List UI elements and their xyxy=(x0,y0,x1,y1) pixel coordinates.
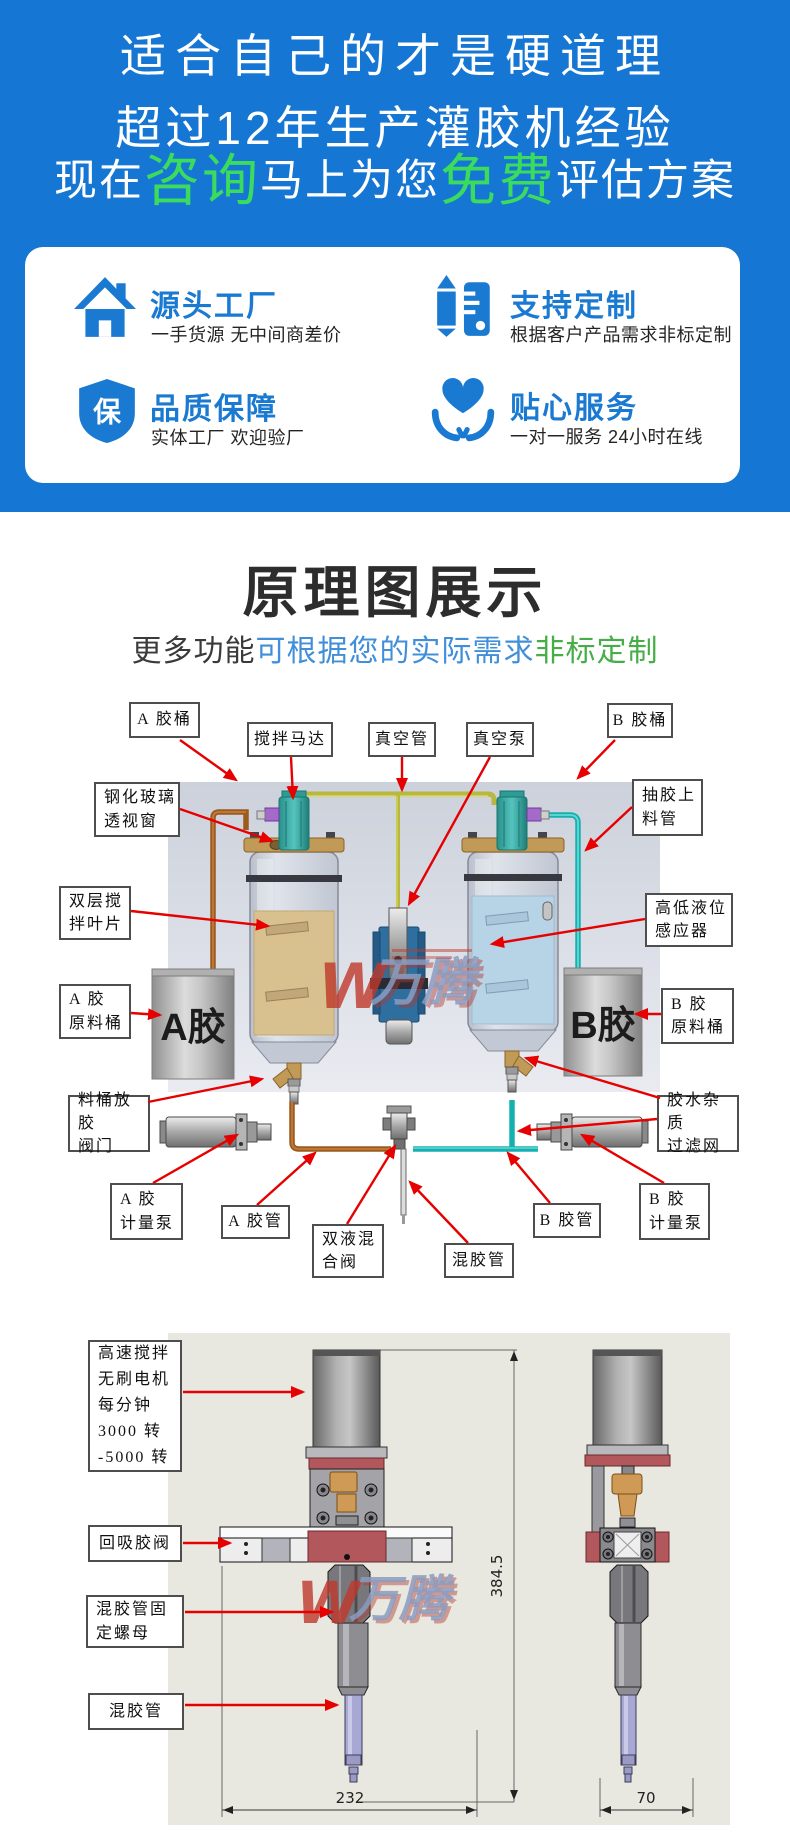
banner-headline-2: 超过12年生产灌胶机经验 xyxy=(115,102,675,154)
label-a-bucket: A 胶桶 xyxy=(129,702,200,738)
dimension-arrowheads xyxy=(223,1351,692,1814)
label-vacuum-pipe: 真空管 xyxy=(368,722,436,757)
schematic-panel xyxy=(168,782,660,1092)
dim-width-main: 232 xyxy=(336,1789,365,1807)
svg-text:W: W xyxy=(296,1569,363,1637)
label-mix-valve: 双液混 合阀 xyxy=(312,1224,384,1278)
banner-headline-3: 现在咨询马上为您免费评估方案 xyxy=(0,150,790,212)
label-tube-nut: 混胶管固 定螺母 xyxy=(86,1595,184,1648)
label-filter: 胶水杂质 过滤网 xyxy=(657,1092,739,1155)
mixer-side-view xyxy=(584,1349,671,1783)
subtitle-part: 非标定制 xyxy=(534,635,659,668)
banner-h3-part: 评估方案 xyxy=(556,157,736,205)
stir-motor-b xyxy=(496,790,550,851)
watermark: W 万腾 万腾 xyxy=(296,1569,458,1637)
mixing-tube xyxy=(400,1148,407,1216)
banner-h3-highlight: 免费 xyxy=(440,149,556,212)
b-glue-pipe xyxy=(413,1100,538,1152)
shield-char: 保 xyxy=(92,396,122,427)
feature-title: 支持定制 xyxy=(510,290,638,323)
svg-text:万腾: 万腾 xyxy=(369,953,481,1013)
section-subtitle: 更多功能可根据您的实际需求非标定制 xyxy=(0,626,790,670)
label-drain-valve: 料桶放胶 阀门 xyxy=(68,1092,150,1155)
mixing-valve xyxy=(382,1105,416,1224)
label-mix-tube: 混胶管 xyxy=(444,1243,514,1278)
a-glue-pipe xyxy=(289,1102,391,1152)
label-a-drum: A 胶 原料桶 xyxy=(59,984,131,1039)
label-mix-tube: 混胶管 xyxy=(88,1693,184,1730)
section-title: 原理图展示 xyxy=(242,561,548,624)
svg-text:W: W xyxy=(318,950,389,1023)
a-feed-pipe xyxy=(210,809,249,969)
drum-a-text: A胶 xyxy=(160,1007,225,1049)
shield-icon: 保 xyxy=(79,379,135,443)
watermark: W 万腾 万腾 xyxy=(318,949,485,1023)
subtitle-part: 可根据您的实际需求 xyxy=(255,635,535,668)
svg-text:万腾: 万腾 xyxy=(373,956,485,1016)
feature-desc: 根据客户产品需求非标定制 xyxy=(510,325,732,345)
banner-headline-1: 适合自己的才是硬道理 xyxy=(120,30,670,82)
features-card: 源头工厂 一手货源 无中间商差价 支持定制 根据客户产品需求非标定制 保 品质保… xyxy=(25,247,740,483)
pencil-ruler-icon xyxy=(437,275,490,337)
feature-title: 源头工厂 xyxy=(150,290,278,323)
banner-h3-part: 现在 xyxy=(54,157,144,205)
sight-glass xyxy=(269,840,283,850)
b-feed-pipe xyxy=(540,812,581,968)
banner-h3-highlight: 咨询 xyxy=(144,149,260,212)
house-icon xyxy=(74,277,136,337)
tank-a xyxy=(243,790,345,1105)
label-stir-motor: 搅拌马达 xyxy=(247,722,333,757)
feature-desc: 一手货源 无中间商差价 xyxy=(151,325,342,345)
heart-hands-icon xyxy=(431,378,495,442)
drum-b: B胶 xyxy=(563,967,643,1077)
label-b-drum: B 胶 原料桶 xyxy=(661,988,734,1044)
principle-section: 原理图展示 更多功能可根据您的实际需求非标定制 xyxy=(0,512,790,1320)
label-brushless-motor: 高速搅拌 无刷电机 每分钟 3000 转 -5000 转 xyxy=(88,1340,182,1472)
feature-desc: 一对一服务 24小时在线 xyxy=(510,427,704,447)
tank-a-outlet-valve xyxy=(272,1062,302,1105)
label-b-bucket: B 胶桶 xyxy=(607,703,673,738)
banner-h3-part: 马上为您 xyxy=(260,157,440,205)
feature-title: 贴心服务 xyxy=(510,392,638,425)
dim-width-side: 70 xyxy=(636,1789,655,1807)
subtitle-part: 更多功能 xyxy=(131,635,256,668)
dim-height: 384.5 xyxy=(488,1555,506,1598)
feature-desc: 实体工厂 欢迎验厂 xyxy=(151,428,305,448)
metering-pump-a xyxy=(159,1113,272,1151)
vacuum-pump xyxy=(370,907,428,1045)
metering-pump-b xyxy=(536,1113,649,1151)
mixer-front-view xyxy=(219,1349,453,1783)
label-a-pipe: A 胶管 xyxy=(221,1205,290,1239)
tank-b-outlet-valve xyxy=(504,1050,534,1093)
tank-b xyxy=(461,790,565,1093)
level-sensor-float xyxy=(542,901,553,921)
label-glass-window: 钢化玻璃 透视窗 xyxy=(94,782,180,837)
svg-text:万腾: 万腾 xyxy=(349,1570,455,1628)
feature-title: 品质保障 xyxy=(150,393,278,426)
tech-drawing-section: 232 70 384.5 xyxy=(0,1320,790,1836)
stir-motor-a xyxy=(256,790,310,851)
drum-a: A胶 xyxy=(151,968,235,1080)
drawing-panel xyxy=(168,1333,730,1825)
banner: 适合自己的才是硬道理 超过12年生产灌胶机经验 现在咨询马上为您免费评估方案 源… xyxy=(0,0,790,512)
label-b-pipe: B 胶管 xyxy=(533,1203,601,1238)
label-stir-blade: 双层搅 拌叶片 xyxy=(59,886,131,940)
drum-b-text: B胶 xyxy=(570,1005,635,1047)
label-vacuum-pump: 真空泵 xyxy=(466,722,534,757)
svg-text:万腾: 万腾 xyxy=(352,1573,458,1631)
label-a-pump: A 胶 计量泵 xyxy=(110,1183,183,1240)
label-feed-pipe: 抽胶上 料管 xyxy=(632,779,703,836)
dimension-lines xyxy=(221,1349,694,1817)
vacuum-manifold-pipe xyxy=(299,791,497,908)
label-level-sensor: 高低液位 感应器 xyxy=(645,893,733,947)
label-suckback-valve: 回吸胶阀 xyxy=(88,1525,182,1562)
label-b-pump: B 胶 计量泵 xyxy=(639,1183,710,1240)
